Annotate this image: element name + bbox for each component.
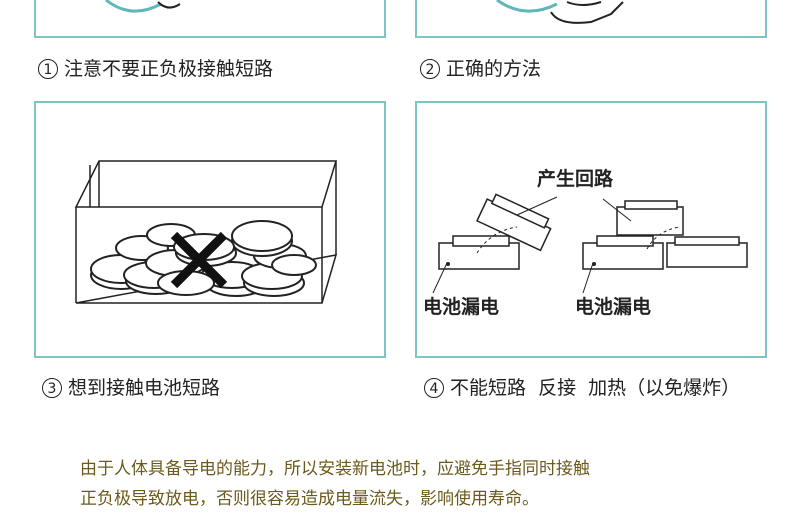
caption-1-number: 1 bbox=[38, 59, 58, 79]
caption-1-text: 注意不要正负极接触短路 bbox=[64, 58, 274, 80]
caption-2: 2 正确的方法 bbox=[420, 57, 541, 81]
battery-loop-illustration: 产生回路 电池漏电 电池漏电 bbox=[423, 167, 748, 318]
label-leak-right: 电池漏电 bbox=[575, 295, 651, 318]
batteries-in-box-illustration bbox=[74, 160, 338, 304]
battery-illustration-1 bbox=[105, 0, 181, 13]
panel-3-box-batteries bbox=[34, 101, 386, 358]
x-mark-icon bbox=[170, 231, 228, 289]
hand-battery-illustration bbox=[496, 0, 624, 24]
caption-1: 1 注意不要正负极接触短路 bbox=[38, 57, 273, 81]
caption-2-text: 正确的方法 bbox=[446, 58, 542, 80]
caption-4-text: 不能短路 反接 加热（以免爆炸） bbox=[450, 377, 741, 399]
caption-2-number: 2 bbox=[420, 59, 440, 79]
label-loop: 产生回路 bbox=[537, 167, 614, 190]
panel-2-correct-method bbox=[415, 0, 767, 38]
label-leak-left: 电池漏电 bbox=[423, 295, 499, 318]
caption-3-text: 想到接触电池短路 bbox=[68, 377, 221, 399]
note-line-2: 正负极导致放电，否则很容易造成电量流失，影响使用寿命。 bbox=[80, 489, 539, 509]
caption-4: 4 不能短路 反接 加热（以免爆炸） bbox=[424, 376, 740, 400]
caption-4-number: 4 bbox=[424, 378, 444, 398]
caption-3: 3 想到接触电池短路 bbox=[42, 376, 220, 400]
caption-3-number: 3 bbox=[42, 378, 62, 398]
panel-1-short-circuit bbox=[34, 0, 386, 38]
panel-4-loop-leakage: 产生回路 电池漏电 电池漏电 bbox=[415, 101, 767, 358]
note-line-1: 由于人体具备导电的能力，所以安装新电池时，应避免手指同时接触 bbox=[80, 459, 590, 479]
